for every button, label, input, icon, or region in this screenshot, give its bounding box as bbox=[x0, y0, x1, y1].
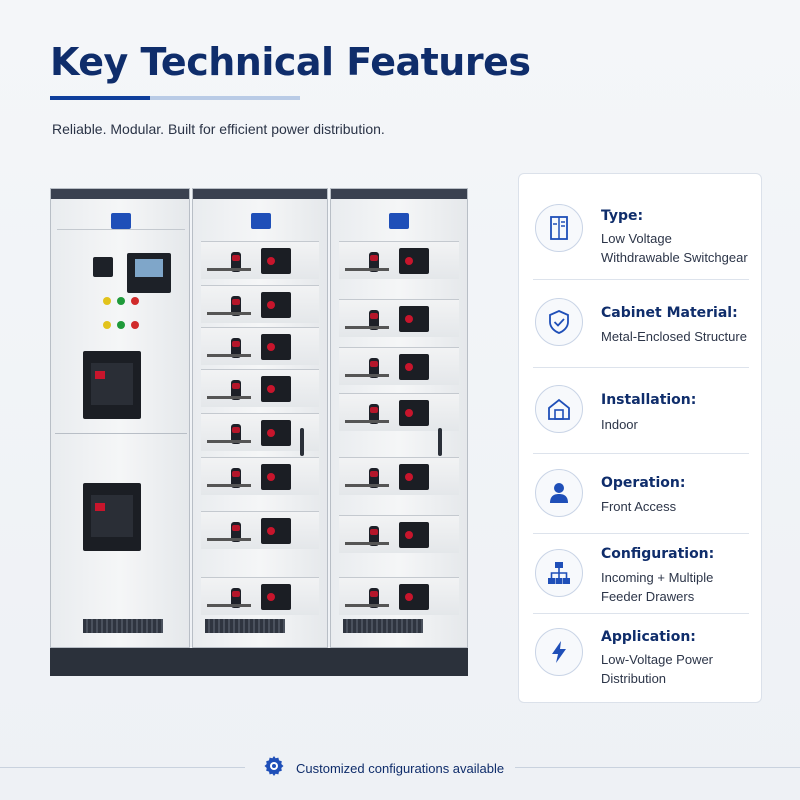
footer-text: Customized configurations available bbox=[296, 760, 505, 776]
feature-application: Application: Low-Voltage Power Distribut… bbox=[533, 614, 749, 698]
feature-label: Operation: bbox=[601, 475, 686, 491]
feature-label: Application: bbox=[601, 629, 696, 645]
feature-label: Installation: bbox=[601, 392, 697, 408]
cabinet-icon bbox=[535, 204, 583, 252]
title-underline bbox=[50, 96, 300, 100]
selector-switch bbox=[93, 257, 113, 277]
feeder-section bbox=[192, 188, 328, 648]
gear-icon bbox=[262, 754, 286, 783]
network-icon bbox=[535, 549, 583, 597]
feature-installation: Installation: Indoor bbox=[533, 368, 749, 454]
features-panel: Type: Low Voltage Withdrawable Switchgea… bbox=[518, 173, 762, 703]
feature-value: Low Voltage Withdrawable Switchgear bbox=[601, 231, 748, 265]
feature-value: Metal-Enclosed Structure bbox=[601, 329, 747, 344]
feature-label: Cabinet Material: bbox=[601, 305, 738, 321]
air-circuit-breaker bbox=[83, 351, 141, 419]
page-title: Key Technical Features bbox=[50, 40, 531, 84]
air-circuit-breaker bbox=[83, 483, 141, 551]
feature-operation: Operation: Front Access bbox=[533, 454, 749, 534]
feature-value: Front Access bbox=[601, 499, 677, 514]
footer-divider bbox=[515, 767, 800, 768]
feature-value: Indoor bbox=[601, 417, 638, 432]
person-icon bbox=[535, 469, 583, 517]
feature-cabinet-material: Cabinet Material: Metal-Enclosed Structu… bbox=[533, 280, 749, 368]
page-subtitle: Reliable. Modular. Built for efficient p… bbox=[52, 121, 385, 137]
feature-type: Type: Low Voltage Withdrawable Switchgea… bbox=[533, 188, 749, 280]
brand-plate bbox=[111, 213, 131, 229]
feature-label: Type: bbox=[601, 208, 644, 224]
house-icon bbox=[535, 385, 583, 433]
cabinet-base bbox=[50, 648, 468, 676]
feeder-section bbox=[330, 188, 468, 648]
brand-plate bbox=[251, 213, 271, 229]
switchgear-illustration bbox=[50, 188, 468, 678]
feature-value: Incoming + Multiple Feeder Drawers bbox=[601, 570, 714, 604]
footer-divider bbox=[0, 767, 245, 768]
feature-value: Low-Voltage Power Distribution bbox=[601, 652, 714, 686]
shield-check-icon bbox=[535, 298, 583, 346]
feature-label: Configuration: bbox=[601, 546, 715, 562]
incoming-section bbox=[50, 188, 190, 648]
feature-configuration: Configuration: Incoming + Multiple Feede… bbox=[533, 534, 749, 614]
lightning-icon bbox=[535, 628, 583, 676]
footer-note: Customized configurations available bbox=[262, 754, 505, 783]
brand-plate bbox=[389, 213, 409, 229]
meter-display bbox=[127, 253, 171, 293]
